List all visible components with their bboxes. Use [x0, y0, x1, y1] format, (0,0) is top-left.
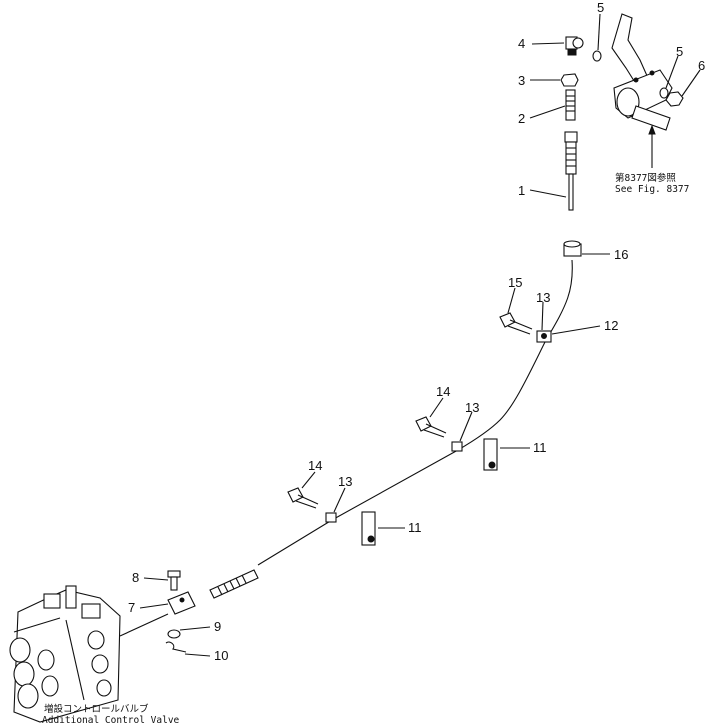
valve-label-en: Additional Control Valve	[42, 715, 180, 726]
callout-9: 9	[214, 619, 221, 634]
bracket-icon	[361, 511, 376, 546]
callout-13c: 13	[338, 474, 352, 489]
bracket-icon	[483, 438, 498, 471]
bolt-icon	[415, 416, 447, 438]
lever-assembly	[611, 13, 673, 131]
pin-icon	[167, 570, 181, 591]
bolt-icon	[287, 487, 319, 509]
callout-14b: 14	[308, 458, 322, 473]
valve-label-jp: 増設コントロールバルブ	[44, 703, 149, 715]
callout-11a: 11	[533, 440, 547, 455]
ball-joint-icon	[565, 36, 584, 56]
callout-3: 3	[518, 73, 525, 88]
cotter-pin-icon	[165, 641, 187, 653]
callout-16: 16	[614, 247, 628, 262]
callout-12: 12	[604, 318, 618, 333]
clamp-icon	[451, 441, 463, 452]
see-fig-note-en: See Fig. 8377	[615, 184, 689, 195]
washer-icon	[167, 629, 181, 639]
leader-lines	[139, 13, 701, 657]
nut-icon	[560, 73, 579, 87]
callout-15: 15	[508, 275, 522, 290]
rod-end-icon	[565, 89, 576, 121]
callout-2: 2	[518, 111, 525, 126]
clamp-icon	[536, 330, 552, 343]
callout-8: 8	[132, 570, 139, 585]
nut-icon	[665, 91, 684, 107]
washer-icon	[592, 50, 602, 62]
cable-end-icon	[209, 569, 259, 599]
callout-6: 6	[698, 58, 705, 73]
reference-arrowhead	[648, 124, 656, 135]
callout-13b: 13	[465, 400, 479, 415]
callout-7: 7	[128, 600, 135, 615]
callout-5b: 5	[676, 44, 683, 59]
callout-5: 5	[597, 0, 604, 15]
clamp-icon	[325, 512, 337, 523]
callout-4: 4	[518, 36, 525, 51]
see-fig-note-jp: 第8377図参照	[615, 172, 676, 184]
clevis-icon	[167, 591, 196, 615]
cable-end-icon	[564, 131, 578, 211]
control-valve	[9, 585, 169, 723]
callout-10: 10	[214, 648, 228, 663]
callout-11b: 11	[408, 520, 422, 535]
control-cable	[257, 259, 573, 566]
grommet-icon	[563, 240, 582, 257]
callout-1: 1	[518, 183, 525, 198]
washer-icon	[659, 87, 669, 99]
callout-13a: 13	[536, 290, 550, 305]
bolt-icon	[499, 312, 533, 335]
callout-14a: 14	[436, 384, 450, 399]
